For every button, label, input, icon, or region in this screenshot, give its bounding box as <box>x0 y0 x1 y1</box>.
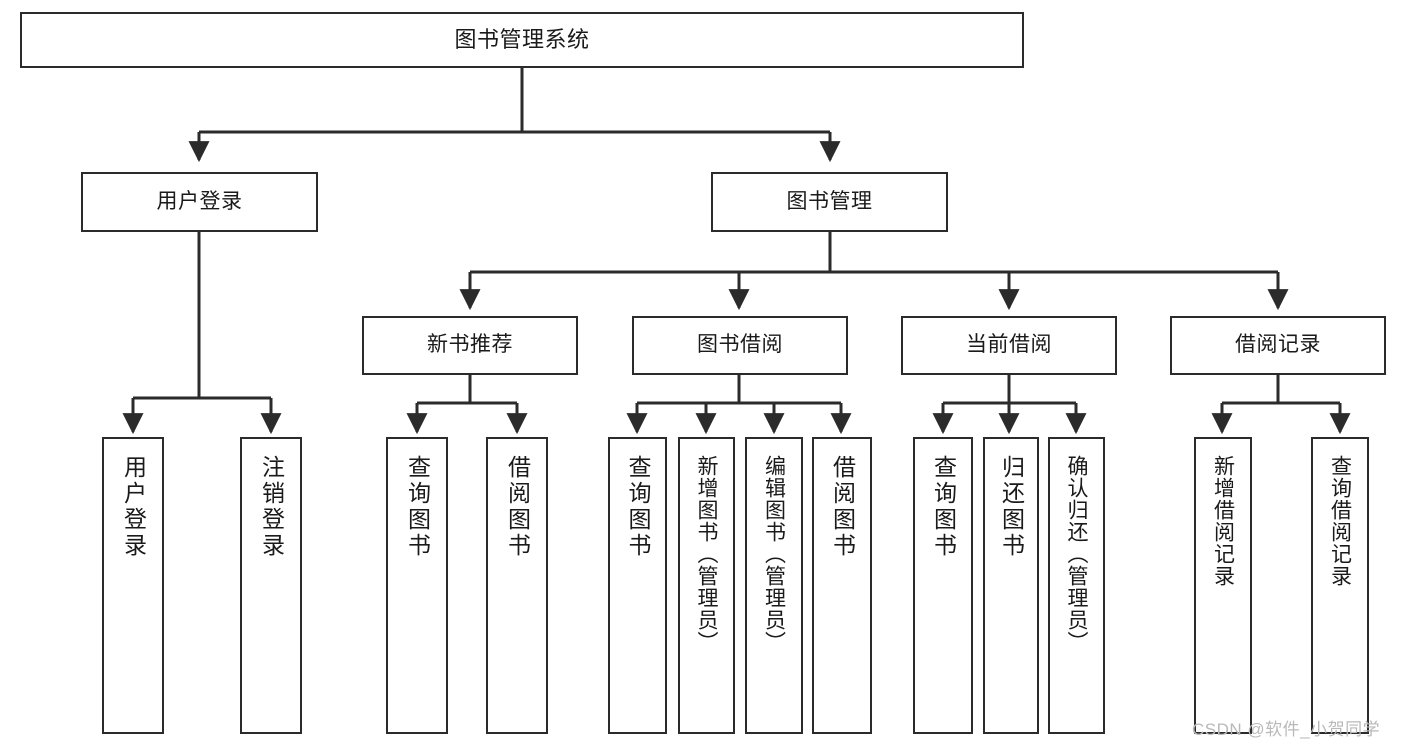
node-current-borrow[interactable]: 当前借阅 <box>901 316 1117 375</box>
node-label: 查询图书 <box>625 455 651 559</box>
node-book-borrow[interactable]: 图书借阅 <box>632 316 848 375</box>
node-new-book-recommend[interactable]: 新书推荐 <box>362 316 578 375</box>
node-book-management[interactable]: 图书管理 <box>711 172 948 232</box>
node-leaf-query-borrow-record[interactable]: 查询借阅记录 <box>1311 437 1369 734</box>
node-label: 图书管理系统 <box>454 27 590 53</box>
node-borrow-records[interactable]: 借阅记录 <box>1170 316 1386 375</box>
node-leaf-query-books-2[interactable]: 查询图书 <box>608 437 667 734</box>
node-leaf-borrow-books-1[interactable]: 借阅图书 <box>486 437 548 734</box>
csdn-watermark: CSDN @软件_小贺同学 <box>1192 720 1381 739</box>
node-label: 确认归还（管理员） <box>1065 455 1088 653</box>
node-leaf-borrow-books-2[interactable]: 借阅图书 <box>812 437 872 734</box>
node-label: 新书推荐 <box>427 333 513 357</box>
node-leaf-logout[interactable]: 注销登录 <box>240 437 302 734</box>
node-leaf-query-books-3[interactable]: 查询图书 <box>913 437 973 734</box>
node-label: 归还图书 <box>998 455 1025 559</box>
node-leaf-return-books[interactable]: 归还图书 <box>983 437 1039 734</box>
node-label: 借阅图书 <box>504 455 531 559</box>
node-leaf-user-login[interactable]: 用户登录 <box>102 437 164 734</box>
node-label: 新增图书（管理员） <box>695 455 718 653</box>
node-label: 借阅记录 <box>1235 333 1321 357</box>
node-label: 查询图书 <box>930 455 957 559</box>
node-label: 查询借阅记录 <box>1328 455 1352 587</box>
node-label: 图书管理 <box>786 189 873 213</box>
node-label: 新增借阅记录 <box>1211 455 1235 587</box>
node-label: 当前借阅 <box>966 333 1052 357</box>
node-user-login[interactable]: 用户登录 <box>81 172 318 232</box>
node-label: 编辑图书（管理员） <box>762 455 786 653</box>
node-leaf-add-book-admin[interactable]: 新增图书（管理员） <box>678 437 735 734</box>
node-label: 查询图书 <box>404 455 431 559</box>
node-label: 借阅图书 <box>829 455 856 559</box>
node-label: 用户登录 <box>120 455 147 559</box>
node-leaf-confirm-return-admin[interactable]: 确认归还（管理员） <box>1048 437 1105 734</box>
node-leaf-add-borrow-record[interactable]: 新增借阅记录 <box>1194 437 1252 734</box>
node-leaf-edit-book-admin[interactable]: 编辑图书（管理员） <box>745 437 803 734</box>
node-root-system[interactable]: 图书管理系统 <box>20 12 1024 68</box>
node-label: 用户登录 <box>156 189 243 213</box>
node-label: 注销登录 <box>258 455 285 559</box>
node-leaf-query-books-1[interactable]: 查询图书 <box>386 437 448 734</box>
node-label: 图书借阅 <box>697 333 783 357</box>
